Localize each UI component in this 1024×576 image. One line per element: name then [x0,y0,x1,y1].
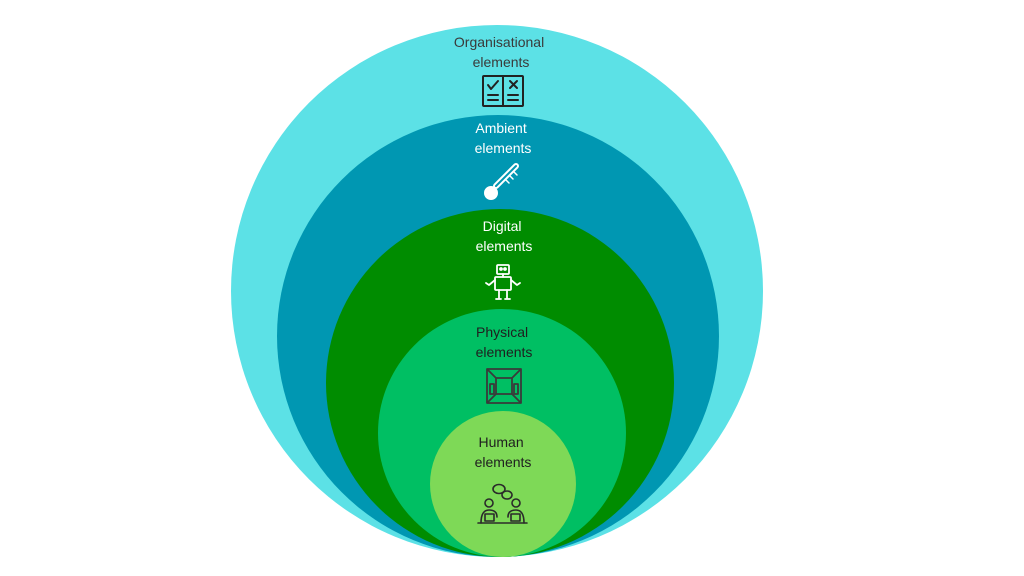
organisational-label-line1: Organisational [454,34,544,50]
physical-label: Physical elements [476,324,533,360]
thermometer-icon [484,163,519,200]
digital-label: Digital elements [476,218,533,254]
organisational-label-line2: elements [473,54,530,70]
room-perspective-icon [486,368,522,404]
organisational-label: Organisational elements [454,34,548,70]
ambient-label-line1: Ambient [475,120,526,136]
physical-label-line1: Physical [476,324,528,340]
human-label: Human elements [475,434,532,470]
physical-label-line2: elements [476,344,533,360]
human-circle [430,411,576,557]
ambient-label: Ambient elements [475,120,532,156]
human-label-line1: Human [478,434,523,450]
people-conversation-icon [477,483,528,524]
checklist-board-icon [482,75,524,107]
digital-label-line1: Digital [483,218,522,234]
human-label-line2: elements [475,454,532,470]
robot-icon [485,264,521,300]
digital-label-line2: elements [476,238,533,254]
ambient-label-line2: elements [475,140,532,156]
